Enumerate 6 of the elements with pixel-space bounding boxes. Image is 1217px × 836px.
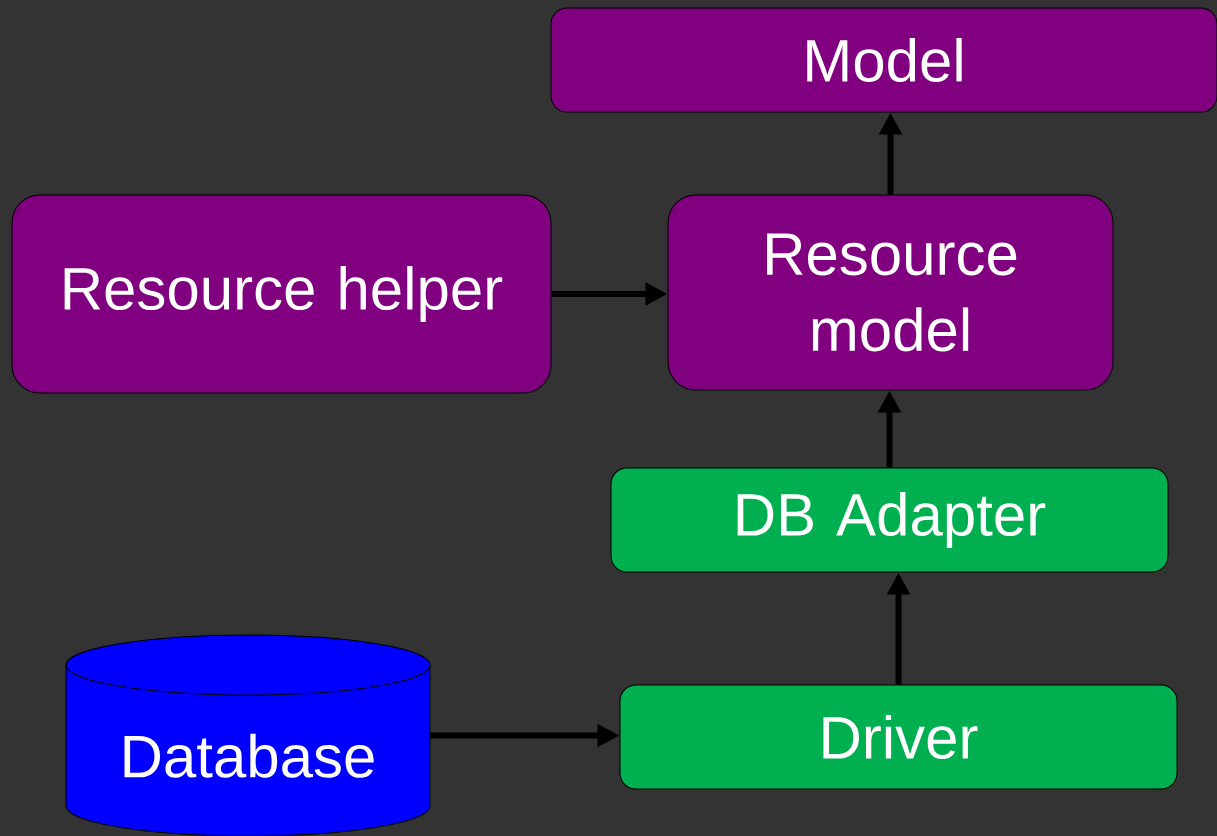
process-box: Driver [619,684,1178,790]
process-box: Resource model [667,194,1114,391]
process-box: Resource helper [11,194,552,394]
database-cylinder: Database [65,634,431,836]
process-box: DB Adapter [610,467,1169,573]
process-box: Model [550,7,1217,113]
